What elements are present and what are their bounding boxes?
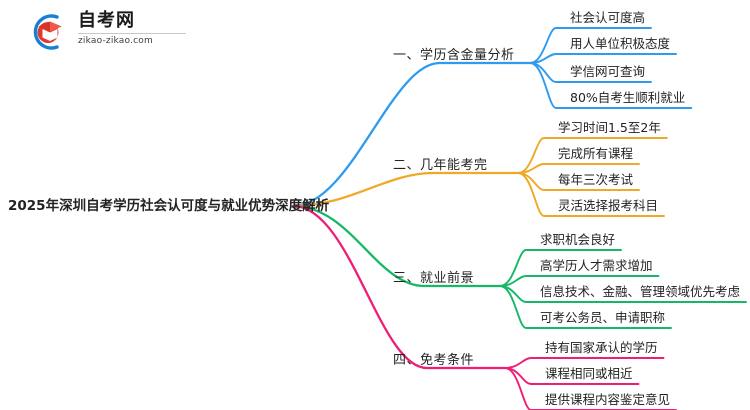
root-node-label: 2025年深圳自考学历社会认可度与就业优势深度解析	[8, 198, 330, 214]
leaf-label-4-1[interactable]: 持有国家承认的学历	[545, 340, 658, 355]
logo-divider	[78, 33, 186, 34]
connector-path	[529, 53, 677, 64]
leaf-label-1-2[interactable]: 用人单位积极态度	[570, 36, 671, 51]
connector-path	[291, 204, 502, 288]
connector-path	[291, 61, 532, 208]
connector-path	[517, 172, 665, 217]
site-logo: 自考网 zikao-zikao.com	[26, 8, 186, 54]
leaf-label-1-4[interactable]: 80%自考生顺利就业	[570, 90, 686, 105]
logo-domain: zikao-zikao.com	[78, 36, 153, 46]
branch-label-1[interactable]: 一、学历含金量分析	[393, 48, 515, 63]
leaf-label-4-2[interactable]: 课程相同或相近	[545, 366, 633, 381]
leaf-label-2-4[interactable]: 灵活选择报考科目	[558, 198, 659, 213]
leaf-label-3-1[interactable]: 求职机会良好	[540, 232, 616, 247]
logo-name: 自考网	[78, 10, 135, 31]
branch-label-3[interactable]: 三、就业前景	[393, 271, 475, 286]
logo-wordmark: 自考网 zikao-zikao.com	[78, 10, 188, 46]
connector-path	[499, 285, 672, 329]
leaf-label-1-3[interactable]: 学信网可查询	[570, 64, 646, 79]
leaf-label-3-4[interactable]: 可考公务员、申请职称	[540, 310, 666, 325]
connector-path	[291, 204, 507, 370]
connector-path	[529, 62, 693, 109]
leaf-label-2-2[interactable]: 完成所有课程	[558, 146, 634, 161]
graduation-cap-in-circle-icon	[26, 12, 70, 52]
leaf-label-3-2[interactable]: 高学历人才需求增加	[540, 258, 653, 273]
branch-label-4[interactable]: 四、免考条件	[393, 353, 475, 368]
leaf-label-2-1[interactable]: 学习时间1.5至2年	[558, 120, 661, 135]
leaf-label-1-1[interactable]: 社会认可度高	[570, 10, 646, 25]
branch-label-2[interactable]: 二、几年能考完	[393, 158, 488, 173]
leaf-label-2-3[interactable]: 每年三次考试	[558, 172, 634, 187]
leaf-label-4-3[interactable]: 提供课程内容鉴定意见	[545, 392, 671, 407]
connector-path	[291, 171, 520, 208]
leaf-label-3-3[interactable]: 信息技术、金融、管理领域优先考虑	[540, 284, 741, 299]
